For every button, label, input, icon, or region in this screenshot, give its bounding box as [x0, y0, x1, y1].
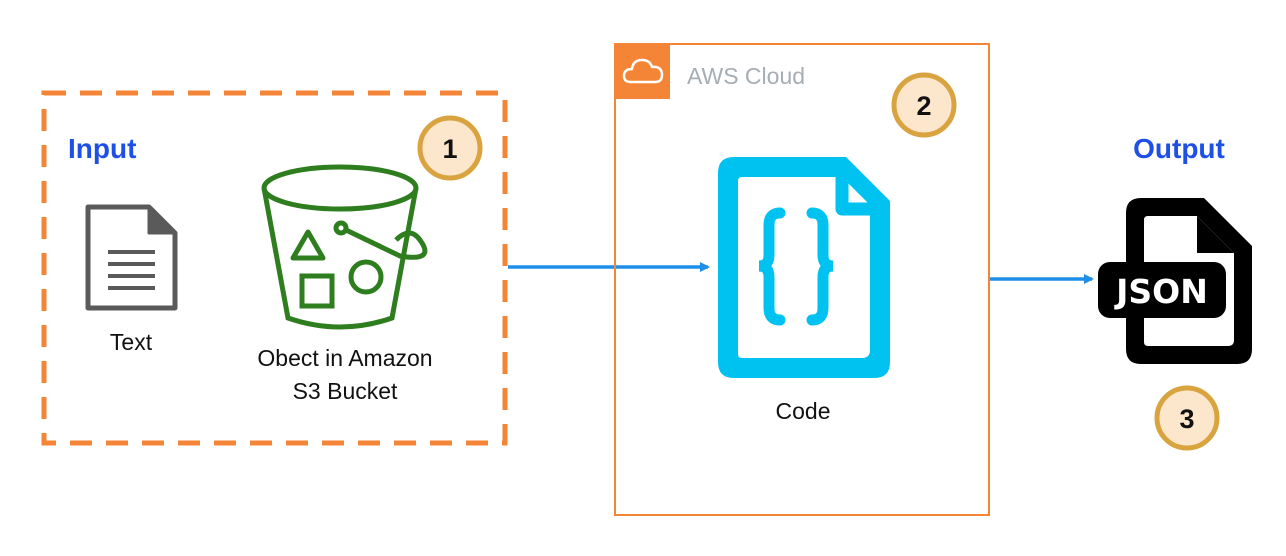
step-badge-2: 2: [891, 72, 957, 138]
cloud-icon: [622, 58, 664, 84]
aws-cloud-group-border: [614, 43, 990, 516]
aws-cloud-title: AWS Cloud: [687, 63, 805, 89]
step-badge-1: 1: [417, 115, 483, 181]
json-file-text: JSON: [1114, 272, 1208, 311]
code-label: Code: [776, 398, 831, 424]
s3-bucket-icon: [261, 164, 428, 330]
step-badge-2-number: 2: [916, 91, 931, 121]
input-group-border: [41, 90, 508, 446]
code-file-icon: [718, 157, 890, 378]
json-file-icon: JSON: [1098, 198, 1252, 364]
step-badge-3: 3: [1154, 385, 1220, 451]
step-badge-3-number: 3: [1179, 404, 1194, 434]
text-document-icon: [85, 204, 178, 311]
step-badge-1-number: 1: [442, 134, 457, 164]
text-label: Text: [110, 329, 153, 355]
bucket-label-line2: S3 Bucket: [293, 378, 398, 404]
input-title: Input: [68, 133, 136, 164]
bucket-label-line1: Obect in Amazon: [257, 345, 432, 371]
output-title: Output: [1133, 133, 1225, 164]
